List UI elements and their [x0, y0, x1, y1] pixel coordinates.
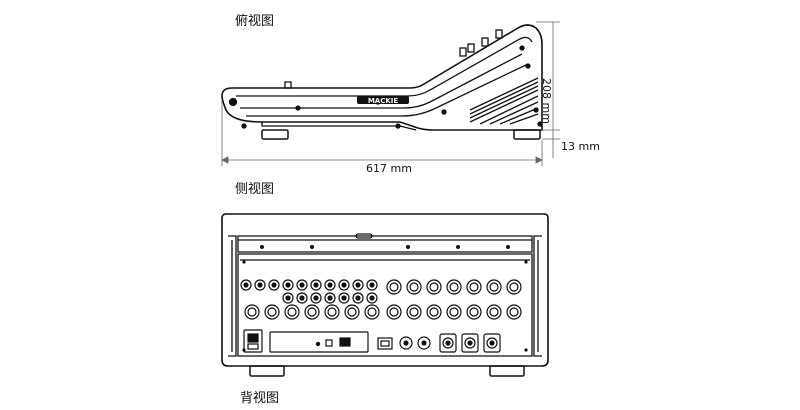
- input-row-1: [240, 279, 378, 304]
- back-view-label: 背视图: [240, 391, 280, 406]
- footswitch-jacks: [399, 336, 431, 350]
- back-view-drawing: [221, 213, 549, 377]
- brand-logo: MACKIE: [368, 97, 399, 105]
- xlr-inputs-row-1: [386, 279, 522, 295]
- side-dimension-lines: [221, 21, 560, 166]
- network-port: [377, 337, 393, 350]
- xlr-row-2: [244, 304, 522, 320]
- side-view-drawing: [221, 24, 543, 140]
- back-panel-screws: [242, 245, 528, 352]
- usb-panel: [269, 331, 369, 353]
- combo-outputs: [439, 333, 501, 353]
- width-dimension: 617 mm: [366, 162, 412, 175]
- top-view-label: 俯视图: [235, 14, 275, 29]
- brand-plate: [357, 96, 409, 104]
- side-view-label: 侧视图: [235, 182, 275, 197]
- foot-dimension: 13 mm: [561, 140, 600, 153]
- power-section: [243, 329, 263, 353]
